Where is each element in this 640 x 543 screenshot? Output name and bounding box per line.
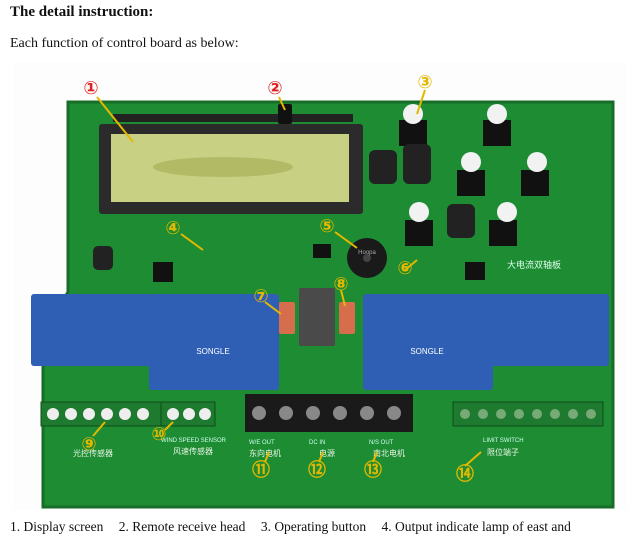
control-board-photo: Hoopa 大电流双轴板 SONGLE SONGLE W/E OUT DC IN… (13, 62, 627, 510)
caption-item: 4. Output indicate lamp of east and (381, 519, 571, 534)
svg-text:⑬: ⑬ (364, 459, 382, 480)
ic-chip (153, 262, 173, 282)
svg-text:Hoopa: Hoopa (358, 250, 376, 256)
svg-text:SONGLE: SONGLE (410, 347, 443, 356)
svg-text:③: ③ (417, 72, 432, 92)
svg-text:⑭: ⑭ (456, 463, 474, 484)
svg-text:⑦: ⑦ (253, 286, 268, 306)
ic-chip (465, 262, 485, 280)
svg-text:⑤: ⑤ (319, 216, 334, 236)
intro-text: Each function of control board as below: (10, 36, 239, 51)
svg-text:②: ② (267, 78, 282, 98)
svg-text:电源: 电源 (319, 448, 335, 458)
svg-text:风速传感器: 风速传感器 (173, 446, 213, 456)
svg-text:WIND SPEED SENSOR: WIND SPEED SENSOR (161, 438, 227, 444)
board-title: 大电流双轴板 (507, 259, 561, 270)
svg-text:N/S OUT: N/S OUT (369, 440, 394, 446)
svg-text:⑪: ⑪ (252, 459, 270, 480)
page-heading: The detail instruction: (10, 4, 154, 20)
terminal-block (40, 394, 604, 432)
svg-text:⑨: ⑨ (81, 434, 96, 454)
svg-text:SONGLE: SONGLE (196, 347, 229, 356)
caption-item: 2. Remote receive head (118, 519, 246, 534)
svg-text:⑥: ⑥ (397, 258, 412, 278)
capacitors (93, 144, 475, 270)
svg-text:南北电机: 南北电机 (373, 448, 405, 458)
svg-text:⑧: ⑧ (333, 274, 348, 294)
callout-lines (92, 89, 482, 467)
svg-text:④: ④ (165, 218, 180, 238)
svg-text:W/E OUT: W/E OUT (249, 440, 275, 446)
svg-text:DC IN: DC IN (309, 440, 325, 446)
ic-chip (313, 244, 331, 258)
svg-text:东向电机: 东向电机 (249, 448, 281, 458)
svg-text:⑫: ⑫ (308, 459, 326, 480)
fuses (279, 288, 355, 346)
svg-text:LIMIT SWITCH: LIMIT SWITCH (483, 438, 524, 444)
caption-line: 1. Display screen 2. Remote receive head… (10, 519, 635, 535)
lcd-display (99, 114, 363, 214)
svg-text:①: ① (83, 78, 98, 98)
svg-text:光控传感器: 光控传感器 (73, 448, 113, 458)
relay: SONGLE SONGLE (31, 294, 609, 390)
svg-text:⑩: ⑩ (151, 424, 166, 444)
caption-item: 3. Operating button (260, 519, 367, 534)
ir-receiver (278, 104, 292, 124)
callout-numbers: ① ② ③ ④ ⑤ ⑥ ⑦ ⑧ ⑨ ⑩ ⑪ ⑫ ⑬ ⑭ (81, 72, 474, 484)
svg-text:限位端子: 限位端子 (487, 447, 519, 457)
caption-item: 1. Display screen (10, 519, 104, 534)
